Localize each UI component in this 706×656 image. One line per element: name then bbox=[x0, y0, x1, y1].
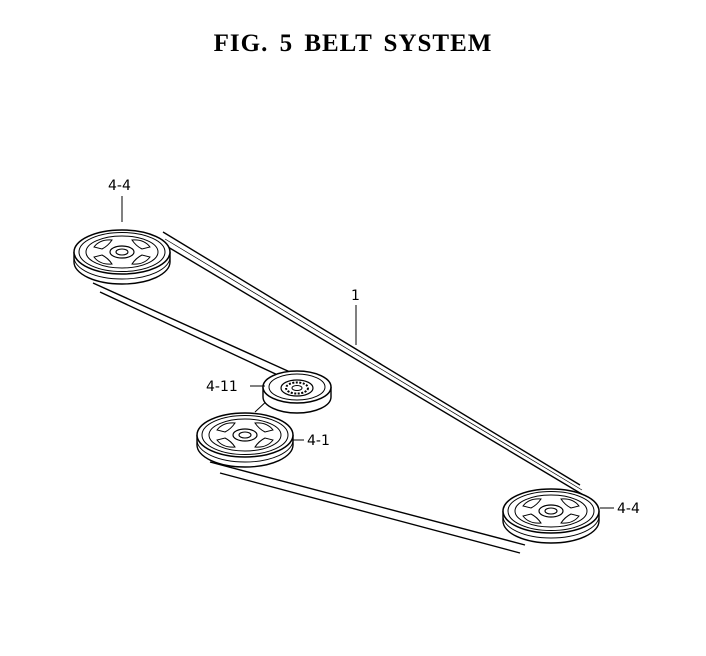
pulley-4-4-top-left bbox=[73, 229, 171, 285]
drive-pulley-4-1 bbox=[196, 412, 294, 468]
belt bbox=[92, 231, 586, 554]
label-belt: 1 bbox=[351, 288, 360, 304]
label-pulley-right: 4-4 bbox=[617, 501, 640, 517]
idler-pulley-4-11 bbox=[262, 370, 332, 414]
label-drive-pulley: 4-1 bbox=[307, 433, 330, 449]
label-idler-pulley: 4-11 bbox=[206, 379, 238, 395]
label-pulley-top-left: 4-4 bbox=[108, 178, 131, 194]
pulley-4-4-right bbox=[502, 488, 600, 544]
figure-title: FIG. 5 BELT SYSTEM bbox=[213, 30, 493, 57]
leader-lines bbox=[121, 196, 614, 509]
